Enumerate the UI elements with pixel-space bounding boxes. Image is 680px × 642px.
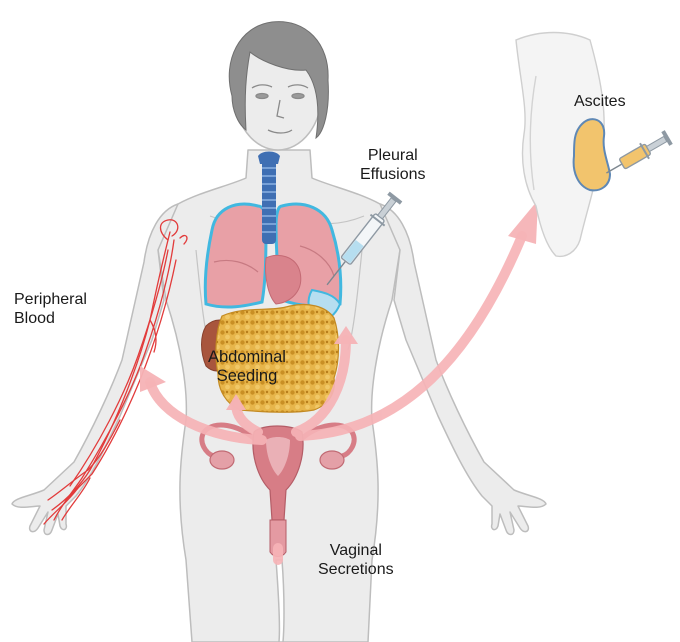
label-vaginal-secretions: Vaginal Secretions: [318, 541, 394, 579]
label-vaginal-secretions-line1: Vaginal: [318, 541, 394, 560]
label-peripheral-blood-line1: Peripheral: [14, 290, 87, 309]
ascites-inset: [516, 33, 673, 257]
eye-left: [256, 94, 268, 99]
lung-left: [205, 204, 266, 307]
label-ascites: Ascites: [574, 92, 626, 111]
label-pleural-effusions: Pleural Effusions: [360, 146, 426, 184]
ascites-fluid: [574, 119, 610, 190]
label-abdominal-seeding-line2: Seeding: [208, 367, 286, 386]
label-peripheral-blood: Peripheral Blood: [14, 290, 87, 328]
label-pleural-effusions-line2: Effusions: [360, 165, 426, 184]
label-pleural-effusions-line1: Pleural: [360, 146, 426, 165]
ascites-syringe: [602, 129, 673, 181]
label-abdominal-seeding: Abdominal Seeding: [208, 348, 286, 386]
label-peripheral-blood-line2: Blood: [14, 309, 87, 328]
ovary-left: [210, 451, 234, 469]
ovary-right: [320, 451, 344, 469]
label-vaginal-secretions-line2: Secretions: [318, 560, 394, 579]
label-ascites-text: Ascites: [574, 92, 626, 111]
arm-right: [380, 204, 546, 535]
arm-left: [12, 204, 178, 535]
label-abdominal-seeding-line1: Abdominal: [208, 348, 286, 367]
eye-right: [292, 94, 304, 99]
arrowhead-ascites: [508, 200, 538, 244]
